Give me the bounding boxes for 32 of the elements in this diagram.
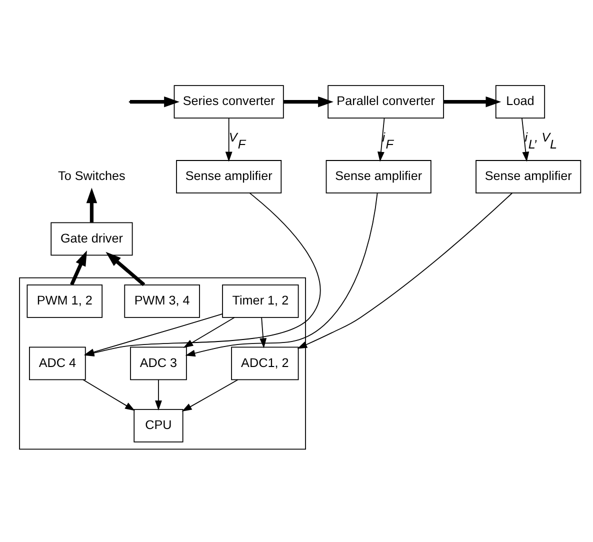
arrow bbox=[155, 379, 162, 410]
node-box: Series converter bbox=[174, 85, 284, 119]
node-box: ADC 3 bbox=[130, 346, 187, 380]
arrow bbox=[183, 317, 235, 348]
cluster bbox=[19, 277, 306, 450]
arrow bbox=[378, 118, 385, 162]
arrow bbox=[260, 317, 267, 348]
arrow bbox=[522, 118, 530, 162]
arrow bbox=[185, 192, 378, 357]
node-box: Sense amplifier bbox=[476, 160, 582, 194]
arrow bbox=[444, 96, 502, 108]
node-box: PWM 1, 2 bbox=[26, 284, 103, 318]
arrow bbox=[86, 188, 98, 222]
node-box: Sense amplifier bbox=[176, 160, 282, 194]
node-box: Load bbox=[495, 85, 546, 119]
node-box: ADC1, 2 bbox=[231, 346, 299, 380]
arrow bbox=[70, 250, 87, 286]
node-box: Parallel converter bbox=[328, 85, 444, 119]
arrow bbox=[182, 379, 238, 412]
node-box: PWM 3, 4 bbox=[124, 284, 200, 318]
node-box: ADC 4 bbox=[29, 346, 86, 380]
arrow bbox=[106, 252, 146, 286]
node-box: Timer 1, 2 bbox=[222, 284, 299, 318]
node-box: Sense amplifier bbox=[326, 160, 432, 194]
node-box: Gate driver bbox=[50, 222, 133, 256]
arrow bbox=[225, 118, 232, 162]
arrow bbox=[284, 96, 334, 108]
arrow bbox=[297, 192, 513, 349]
node-text: To Switches bbox=[58, 169, 126, 184]
arrow bbox=[82, 379, 135, 411]
node-box: CPU bbox=[134, 409, 184, 442]
arrow bbox=[130, 96, 180, 108]
